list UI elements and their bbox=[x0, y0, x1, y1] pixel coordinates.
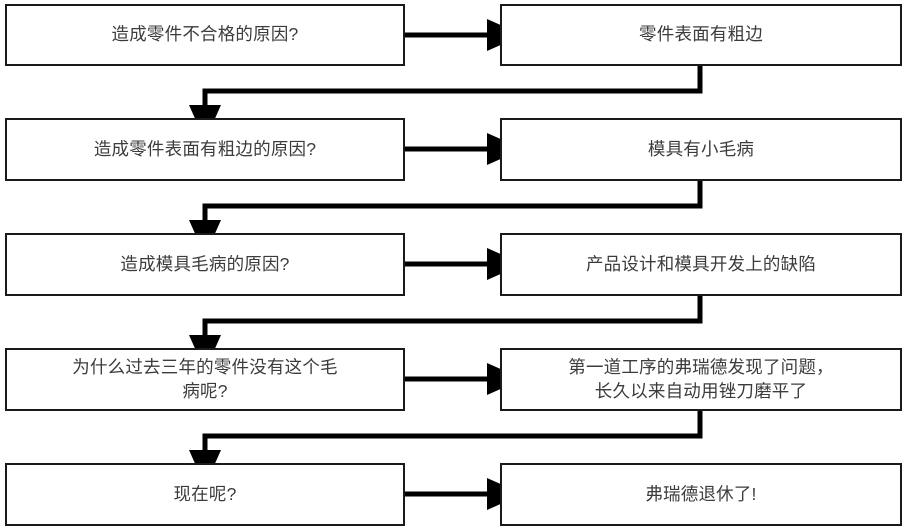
question-label-2: 造成零件表面有粗边的原因? bbox=[93, 138, 317, 159]
question-box-5[interactable]: 现在呢? bbox=[5, 463, 405, 526]
elbow-a1-to-q2 bbox=[189, 66, 703, 141]
question-label-1: 造成零件不合格的原因? bbox=[111, 24, 299, 45]
answer-label-4: 第一道工序的弗瑞德发现了问题， 长久以来自动用锉刀磨平了 bbox=[568, 357, 834, 401]
elbow-a3-to-q4 bbox=[189, 296, 703, 371]
answer-label-2: 模具有小毛病 bbox=[647, 138, 755, 159]
answer-box-1[interactable]: 零件表面有粗边 bbox=[500, 4, 902, 66]
answer-box-3[interactable]: 产品设计和模具开发上的缺陷 bbox=[500, 233, 902, 296]
answer-box-2[interactable]: 模具有小毛病 bbox=[500, 118, 902, 181]
answer-box-4[interactable]: 第一道工序的弗瑞德发现了问题， 长久以来自动用锉刀磨平了 bbox=[500, 348, 902, 411]
question-label-3: 造成模具毛病的原因? bbox=[120, 253, 290, 274]
answer-label-1: 零件表面有粗边 bbox=[639, 24, 763, 45]
answer-box-5[interactable]: 弗瑞德退休了! bbox=[500, 463, 902, 526]
elbow-a4-to-q5 bbox=[189, 411, 703, 486]
question-box-1[interactable]: 造成零件不合格的原因? bbox=[5, 4, 405, 66]
question-box-3[interactable]: 造成模具毛病的原因? bbox=[5, 233, 405, 296]
question-box-4[interactable]: 为什么过去三年的零件没有这个毛 病呢? bbox=[5, 348, 405, 411]
answer-label-5: 弗瑞德退休了! bbox=[645, 483, 757, 504]
question-box-2[interactable]: 造成零件表面有粗边的原因? bbox=[5, 118, 405, 181]
question-label-5: 现在呢? bbox=[173, 483, 237, 504]
question-label-4: 为什么过去三年的零件没有这个毛 病呢? bbox=[72, 357, 338, 401]
elbow-a2-to-q3 bbox=[189, 181, 703, 256]
answer-label-3: 产品设计和模具开发上的缺陷 bbox=[585, 253, 817, 274]
